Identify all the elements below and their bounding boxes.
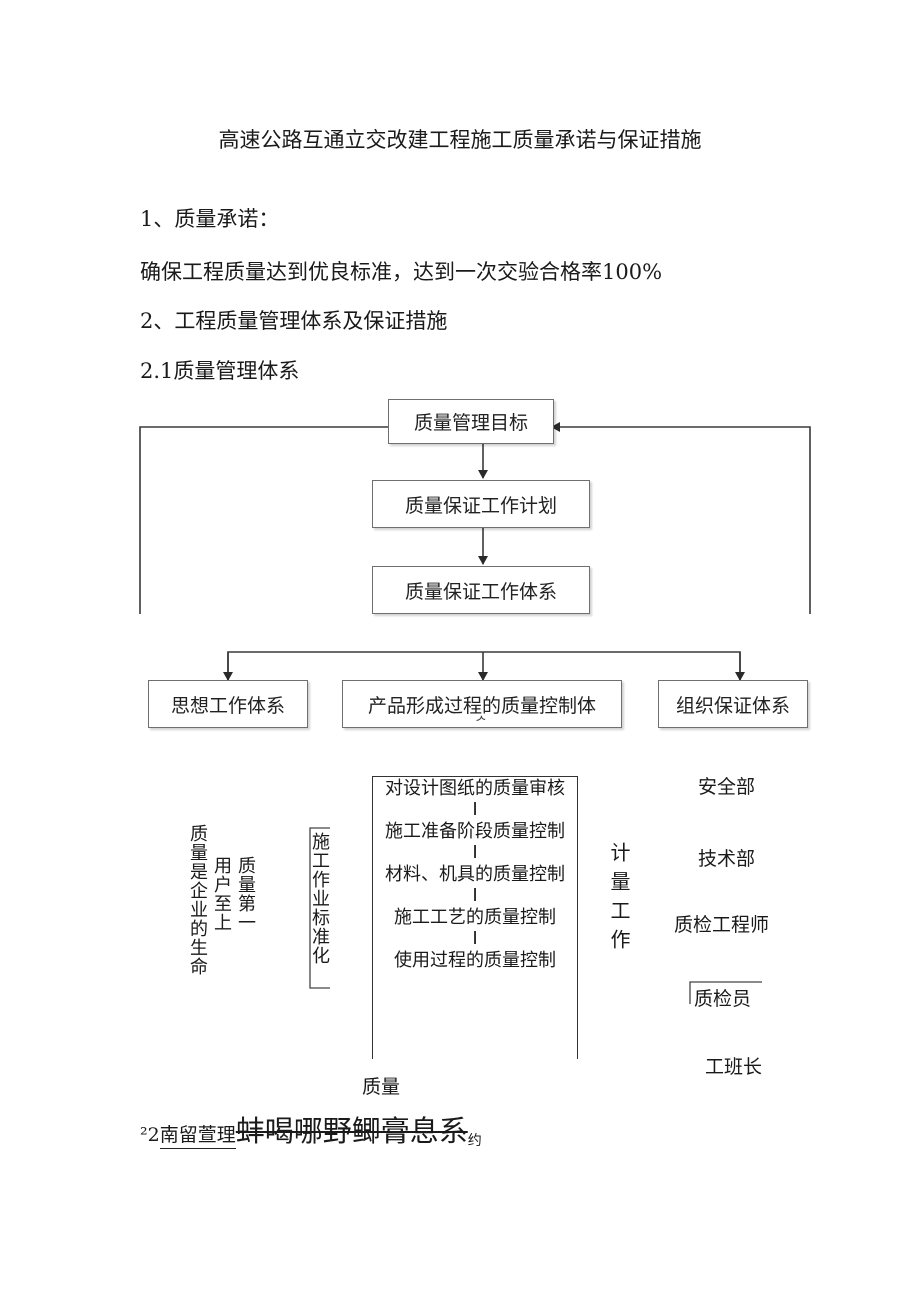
branch-line <box>227 651 741 680</box>
box-process-control-system: 产品形成过程的质量控制体 <box>342 680 622 728</box>
section1-heading: 1、质量承诺： <box>140 207 280 231</box>
footer-clean-text: 南留萱理 <box>159 1124 236 1149</box>
process-step: 对设计图纸的质量审核 <box>385 778 565 799</box>
process-caption: 质量 <box>362 1076 401 1098</box>
slogan-quality-first: 质量第一 <box>235 856 256 932</box>
footer-prefix: ²2 <box>140 1124 160 1146</box>
standardization-bracket <box>309 827 330 989</box>
footer-garbled-text: 蚌喝哪野鲫膏息系 <box>235 1114 468 1148</box>
box-quality-system: 质量保证工作体系 <box>372 566 590 614</box>
separator-glyph: I <box>472 799 478 820</box>
org-team-leader: 工班长 <box>705 1056 763 1078</box>
process-step: 材料、机具的质量控制 <box>385 864 565 885</box>
footer-suffix: 约 <box>467 1133 482 1150</box>
box-ideology-system: 思想工作体系 <box>148 680 308 728</box>
box-organization-system: 组织保证体系 <box>658 680 808 728</box>
slogan-quality-life: 质量是企业的生命 <box>187 824 208 976</box>
slogan-standardization: 施工作业标准化 <box>309 832 330 965</box>
box-quality-plan: 质量保证工作计划 <box>372 480 590 528</box>
feedback-line-left <box>139 426 388 614</box>
process-step: 施工工艺的质量控制 <box>394 907 556 928</box>
inspector-bracket <box>689 981 762 1004</box>
org-tech-dept: 技术部 <box>698 848 756 870</box>
overflow-glyph: ᄼ <box>475 715 488 731</box>
process-step: 使用过程的质量控制 <box>394 950 556 971</box>
feedback-line-right <box>551 422 811 614</box>
section2-1-heading: 2.1质量管理体系 <box>140 359 300 383</box>
org-quality-engineer: 质检工程师 <box>674 914 770 936</box>
org-safety-dept: 安全部 <box>698 776 756 798</box>
org-quality-inspector: 质检员 <box>694 988 752 1010</box>
slogan-user-first: 用户至上 <box>211 856 232 932</box>
process-step: 施工准备阶段质量控制 <box>385 821 565 842</box>
box-quality-goal: 质量管理目标 <box>388 399 554 444</box>
measurement-label: 计量工作 <box>607 842 631 958</box>
process-control-list: 对设计图纸的质量审核 I 施工准备阶段质量控制 I 材料、机具的质量控制 I 施… <box>372 776 578 1059</box>
document-title: 高速公路互通立交改建工程施工质量承诺与保证措施 <box>218 128 702 152</box>
separator-glyph: I <box>472 928 478 949</box>
footer-heading: ²2南留萱理蚌喝哪野鲫膏息系约 <box>140 1108 482 1150</box>
section1-text: 确保工程质量达到优良标准，达到一次交验合格率100% <box>140 260 663 284</box>
section2-heading: 2、工程质量管理体系及保证措施 <box>140 309 448 333</box>
separator-glyph: I <box>472 842 478 863</box>
separator-glyph: I <box>472 885 478 906</box>
